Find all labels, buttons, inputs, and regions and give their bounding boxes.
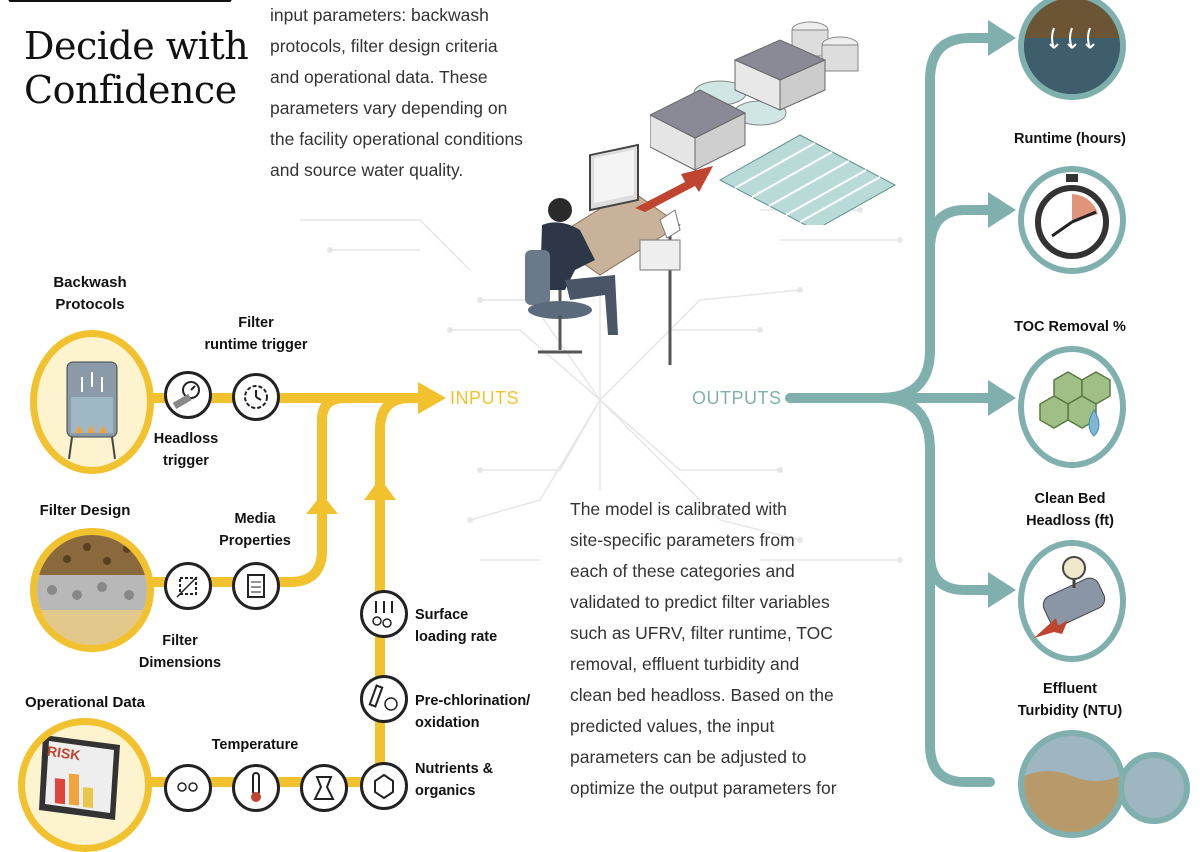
nutrients-node: [360, 762, 408, 810]
prechlorination-node: [360, 675, 408, 723]
headloss-output-label: Clean Bed Headloss (ft): [1026, 491, 1114, 529]
inputs-label: INPUTS: [450, 388, 520, 408]
media-properties-label: Media Properties: [219, 511, 291, 549]
molecule-icon: [374, 773, 394, 800]
prechlorination-label: Pre-chlorination/ oxidation: [415, 693, 531, 731]
media-up-arrowhead: [306, 494, 338, 514]
backwash-circle: [30, 330, 154, 474]
water-sediment-icon: [1024, 736, 1120, 832]
backwash-protocols-label: Backwash Protocols: [53, 274, 127, 313]
engineer-at-desk-illustration: [525, 143, 681, 365]
filter-design-label: Filter Design: [39, 502, 131, 519]
paragraph-line: The model is calibrated with: [570, 499, 787, 519]
stopwatch-icon: [1035, 174, 1109, 259]
filter-design-circle: [30, 528, 154, 652]
filter-runtime-trigger-label: Filter runtime trigger: [204, 315, 308, 353]
paragraph-line: such as UFRV, filter runtime, TOC: [570, 623, 833, 643]
operational-data-label: Operational Data: [24, 694, 146, 711]
intro-text: input parameters: backwash protocols, fi…: [270, 0, 560, 186]
red-arrow: [635, 166, 713, 212]
heading-cutoff-line: [0, 0, 240, 2]
intro-line: and operational data. These: [270, 67, 488, 87]
operational-node-1: [164, 764, 212, 812]
intro-line: protocols, filter design criteria: [270, 36, 498, 56]
page-title: Decide with Confidence: [24, 24, 249, 112]
backwash-tank-icon: [66, 361, 118, 460]
toc-output-circle: [1018, 166, 1126, 274]
clock-gear-icon: [244, 385, 268, 409]
water-drops-icon: [177, 782, 198, 792]
runtime-trigger-node: [232, 373, 280, 421]
paragraph-line: validated to predict filter variables: [570, 592, 830, 612]
headloss-trigger-node: [164, 371, 212, 419]
paragraph-line: clean bed headloss. Based on the: [570, 685, 834, 705]
temperature-label: Temperature: [211, 737, 299, 753]
intro-line: and source water quality.: [270, 160, 464, 180]
model-description: The model is calibrated with site-specif…: [570, 494, 870, 804]
filter-water-icon: [1024, 0, 1120, 94]
beaker-icon: [313, 776, 335, 800]
effluent-output-circle: [1018, 730, 1126, 838]
paragraph-line: predicted values, the input: [570, 716, 775, 736]
intro-line: input parameters: backwash: [270, 5, 489, 25]
dimensions-icon: [176, 576, 198, 598]
turbidity-output-circle: [1018, 540, 1126, 662]
outputs-label: OUTPUTS: [692, 388, 782, 408]
runtime-output-label: Runtime (hours): [1014, 131, 1126, 147]
hexagon-drop-icon: [1039, 371, 1111, 437]
title-line-2: Confidence: [24, 68, 237, 112]
intro-line: parameters vary depending on: [270, 98, 508, 118]
temperature-node: [232, 764, 280, 812]
paragraph-line: removal, effluent turbidity and: [570, 654, 800, 674]
paragraph-line: optimize the output parameters for: [570, 778, 837, 798]
filter-media-layers-icon: [37, 535, 147, 645]
headloss-trigger-label: Headloss trigger: [153, 431, 219, 469]
clipboard-icon: [247, 574, 265, 598]
falling-water-icon: [372, 601, 393, 628]
intro-line: the facility operational conditions: [270, 129, 523, 149]
pressure-gauge-icon: [172, 381, 200, 409]
filter-dimensions-label: Filter Dimensions: [138, 633, 222, 671]
inputs-arrowhead: [418, 382, 446, 414]
surface-loading-label: Surface loading rate: [415, 607, 498, 645]
filter-design-input-line: [125, 393, 350, 587]
pipe-gauge-icon: [1034, 556, 1106, 638]
nutrients-label: Nutrients & organics: [415, 761, 494, 799]
paragraph-line: each of these categories and: [570, 561, 795, 581]
partial-output-circle: [1118, 752, 1190, 824]
operational-data-circle: RISK: [18, 718, 152, 852]
paragraph-line: parameters can be adjusted to: [570, 747, 807, 767]
laptop-risk-icon: [39, 735, 120, 820]
operational-node-3: [300, 764, 348, 812]
toc-output-label: TOC Removal %: [1014, 319, 1126, 335]
media-properties-node: [232, 562, 280, 610]
thermometer-icon: [251, 772, 261, 802]
test-tube-icon: [368, 684, 398, 711]
turbidity-output-label: Effluent Turbidity (NTU): [1017, 681, 1123, 719]
runtime-output-circle: [1018, 0, 1126, 100]
treatment-plant-illustration: [650, 21, 897, 225]
operational-up-arrowhead: [364, 478, 396, 500]
headloss-output-circle: [1018, 346, 1126, 468]
surface-loading-node: [360, 590, 408, 638]
paragraph-line: site-specific parameters from: [570, 530, 795, 550]
filter-dimensions-node: [164, 562, 212, 610]
title-line-1: Decide with: [24, 24, 249, 68]
